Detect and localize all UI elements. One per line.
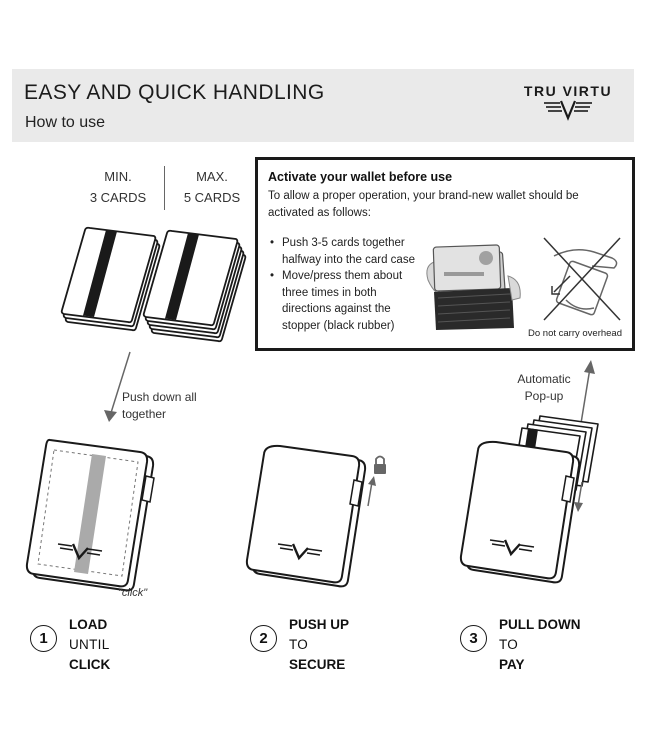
step-line3: PAY — [499, 657, 525, 672]
limits-divider — [164, 166, 165, 210]
wallet-secure-illustration — [245, 444, 386, 588]
popup-annotation: Automatic Pop-up — [508, 371, 580, 405]
activation-steps-list: Push 3-5 cards together halfway into the… — [268, 235, 428, 334]
brand-logo: TRU VIRTU — [510, 83, 626, 135]
step-line1: LOAD — [69, 617, 108, 632]
step-push-up: 2 PUSH UP TO SECURE — [250, 615, 440, 675]
step-line1: PULL DOWN — [499, 617, 581, 632]
step-line1: PUSH UP — [289, 617, 350, 632]
activation-intro: To allow a proper operation, your brand-… — [268, 190, 579, 219]
arrow-down-icon — [104, 351, 131, 422]
min-label: MIN. — [104, 169, 132, 184]
card-stack-max-illustration — [142, 229, 247, 343]
page-title: EASY AND QUICK HANDLING — [24, 81, 325, 104]
brand-name: TRU VIRTU — [523, 83, 613, 99]
step-number: 3 — [460, 625, 487, 652]
wallet-pay-illustration — [459, 415, 599, 584]
min-count: 3 CARDS — [89, 190, 147, 205]
step-pull-down: 3 PULL DOWN TO PAY — [460, 615, 650, 675]
activation-title: Activate your wallet before use — [268, 170, 453, 184]
warning-caption: Do not carry overhead — [528, 328, 622, 339]
step-load: 1 LOAD UNTIL CLICK — [30, 615, 220, 675]
activation-instructions-box: Activate your wallet before use To allow… — [255, 157, 635, 351]
step-line2: TO — [499, 637, 519, 652]
header-banner: EASY AND QUICK HANDLING How to use TRU V… — [12, 69, 634, 142]
do-not-carry-overhead-icon — [543, 237, 621, 321]
card-stack-min-illustration — [60, 226, 161, 332]
list-item: Move/press them about three times in bot… — [268, 268, 428, 334]
step-line3: CLICK — [69, 657, 111, 672]
popup-line1: Automatic — [517, 372, 571, 386]
step-number: 1 — [30, 625, 57, 652]
step-line2: UNTIL — [69, 637, 110, 652]
step-line3: SECURE — [289, 657, 346, 672]
min-cards-label: MIN. 3 CARDS — [78, 166, 158, 208]
hand-activating-wallet-photo — [426, 244, 521, 330]
max-cards-label: MAX. 5 CARDS — [172, 166, 252, 208]
click-annotation: "click" — [118, 587, 148, 599]
step-line2: TO — [289, 637, 309, 652]
push-line2: together — [122, 407, 167, 421]
max-label: MAX. — [196, 169, 228, 184]
push-line1: Push down all — [122, 390, 197, 404]
max-count: 5 CARDS — [183, 190, 241, 205]
brand-wing-icon — [544, 100, 592, 121]
wallet-load-illustration — [25, 438, 155, 592]
step-number: 2 — [250, 625, 277, 652]
push-down-annotation: Push down all together — [122, 389, 197, 423]
popup-line2: Pop-up — [524, 389, 564, 403]
list-item: Push 3-5 cards together halfway into the… — [268, 235, 428, 268]
page-subtitle: How to use — [25, 114, 106, 131]
